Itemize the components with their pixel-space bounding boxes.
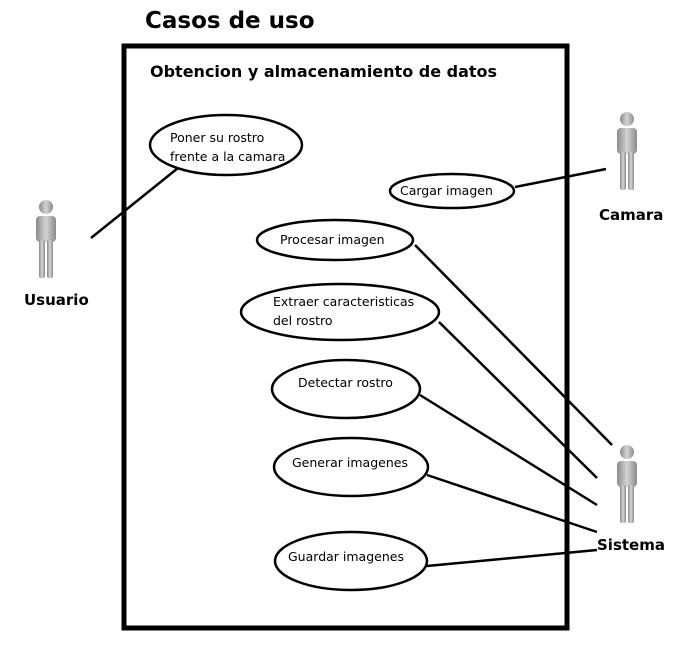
use-case-poner-rostro: Poner su rostro frente a la camara xyxy=(148,113,304,177)
use-case-label: Cargar imagen xyxy=(400,183,493,198)
use-case-procesar-imagen: Procesar imagen xyxy=(255,218,415,262)
use-case-generar-imagenes: Generar imagenes xyxy=(272,436,430,498)
use-case-cargar-imagen: Cargar imagen xyxy=(388,172,516,210)
association-sistema-guardar-imagenes xyxy=(426,548,598,568)
use-case-label: Extraer caracteristicas xyxy=(273,294,414,309)
use-case-label: del rostro xyxy=(273,313,333,328)
association-sistema-extraer-caracteristicas xyxy=(438,321,598,479)
actor-usuario-label: Usuario xyxy=(24,291,89,309)
use-case-label: Poner su rostro xyxy=(170,130,264,145)
use-case-label: Guardar imagenes xyxy=(288,549,404,564)
use-case-extraer-caracteristicas: Extraer caracteristicas del rostro xyxy=(239,282,441,342)
actor-camara-icon xyxy=(617,112,637,190)
association-camara-cargar-imagen xyxy=(514,167,607,189)
diagram-title: Casos de uso xyxy=(145,8,315,34)
actor-sistema-icon xyxy=(617,445,637,523)
actor-usuario-icon xyxy=(36,200,56,278)
actor-sistema-label: Sistema xyxy=(597,536,665,554)
system-boundary-title: Obtencion y almacenamiento de datos xyxy=(150,62,497,81)
use-case-guardar-imagenes: Guardar imagenes xyxy=(273,530,429,592)
association-usuario-poner-rostro xyxy=(90,167,179,239)
use-case-label: Generar imagenes xyxy=(292,455,408,470)
use-case-label: Procesar imagen xyxy=(280,232,385,247)
use-case-label: Detectar rostro xyxy=(298,375,393,390)
associations xyxy=(90,167,613,568)
association-sistema-generar-imagenes xyxy=(426,473,598,534)
association-sistema-procesar-imagen xyxy=(414,244,613,446)
system-boundary xyxy=(121,43,570,631)
use-case-label: frente a la camara xyxy=(170,149,285,164)
actor-camara-label: Camara xyxy=(599,206,663,224)
use-case-detectar-rostro: Detectar rostro xyxy=(270,358,422,420)
association-sistema-detectar-rostro xyxy=(419,393,598,507)
